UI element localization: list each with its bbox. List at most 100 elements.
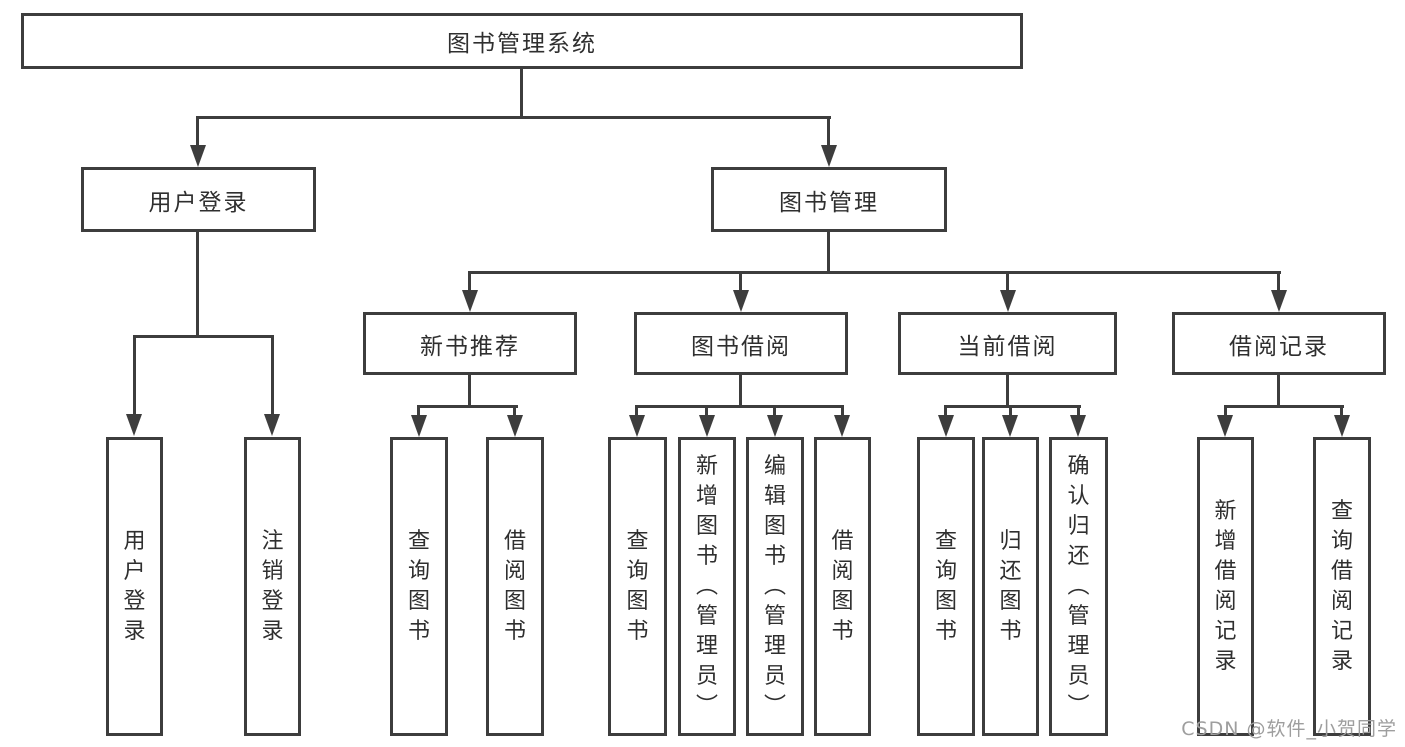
arrow-down-icon xyxy=(767,415,783,437)
leaf-query-books-borrowing: 查询图书 xyxy=(608,437,667,736)
vertical-char: 员 xyxy=(763,663,786,689)
arrow-down-icon xyxy=(938,415,954,437)
arrow-down-icon xyxy=(733,290,749,312)
connector-vline xyxy=(196,116,199,146)
vertical-char: 认 xyxy=(1067,483,1090,509)
vertical-char: 阅 xyxy=(1330,588,1353,614)
vertical-char: 员 xyxy=(695,663,718,689)
connector-hline xyxy=(635,405,844,408)
vertical-char: ︶ xyxy=(763,693,786,719)
arrow-down-icon xyxy=(1334,415,1350,437)
vertical-char: 书 xyxy=(763,543,786,569)
vertical-char: ︵ xyxy=(695,573,718,599)
vertical-char: 新 xyxy=(1214,498,1237,524)
csdn-watermark: CSDN @软件_小贺同学 xyxy=(1181,718,1397,740)
vertical-char: 阅 xyxy=(1214,588,1237,614)
connector-vline xyxy=(468,271,471,293)
connector-hline xyxy=(418,405,518,408)
arrow-down-icon xyxy=(1000,290,1016,312)
connector-vline xyxy=(513,405,516,418)
leaf-query-books-current: 查询图书 xyxy=(917,437,975,736)
leaf-edit-book-admin: 编辑图书︵管理员︶ xyxy=(746,437,804,736)
connector-vline xyxy=(1277,271,1280,293)
vertical-char: 用 xyxy=(123,528,146,554)
vertical-char: 录 xyxy=(1330,648,1353,674)
leaf-user-login: 用户登录 xyxy=(106,437,163,736)
vertical-char: 登 xyxy=(261,588,284,614)
vertical-char: 录 xyxy=(1214,648,1237,674)
vertical-char: 确 xyxy=(1067,453,1090,479)
vertical-char: 辑 xyxy=(763,483,786,509)
connector-vline xyxy=(196,232,199,338)
vertical-char: 借 xyxy=(1330,558,1353,584)
vertical-char: ︵ xyxy=(1067,573,1090,599)
node-current-borrowing: 当前借阅 xyxy=(898,312,1117,375)
vertical-char: 借 xyxy=(503,528,526,554)
vertical-char: 书 xyxy=(934,618,957,644)
arrow-down-icon xyxy=(821,145,837,167)
connector-vline xyxy=(1340,405,1343,418)
leaf-confirm-return-admin: 确认归还︵管理员︶ xyxy=(1049,437,1108,736)
connector-vline xyxy=(1006,375,1009,408)
connector-vline xyxy=(635,405,638,418)
arrow-down-icon xyxy=(834,415,850,437)
vertical-char: 管 xyxy=(695,603,718,629)
arrow-down-icon xyxy=(1271,290,1287,312)
connector-hline xyxy=(944,405,1081,408)
vertical-char: 查 xyxy=(626,528,649,554)
arrow-down-icon xyxy=(1217,415,1233,437)
connector-vline xyxy=(1006,271,1009,293)
vertical-char: 录 xyxy=(123,618,146,644)
vertical-char: 书 xyxy=(407,618,430,644)
leaf-borrow-books-recommend: 借阅图书 xyxy=(486,437,544,736)
node-borrowing-records: 借阅记录 xyxy=(1172,312,1386,375)
node-library-system: 图书管理系统 xyxy=(21,13,1023,69)
connector-hline xyxy=(133,335,274,338)
arrow-down-icon xyxy=(507,415,523,437)
arrow-down-icon xyxy=(1002,415,1018,437)
vertical-char: 归 xyxy=(999,528,1022,554)
vertical-char: 询 xyxy=(626,558,649,584)
vertical-char: 阅 xyxy=(503,558,526,584)
vertical-char: ︶ xyxy=(695,693,718,719)
leaf-add-book-admin: 新增图书︵管理员︶ xyxy=(678,437,736,736)
vertical-char: 记 xyxy=(1214,618,1237,644)
vertical-char: 借 xyxy=(831,528,854,554)
connector-hline xyxy=(196,116,831,119)
vertical-char: 还 xyxy=(999,558,1022,584)
leaf-query-books-recommend: 查询图书 xyxy=(390,437,448,736)
vertical-char: 图 xyxy=(407,588,430,614)
connector-vline xyxy=(827,232,830,274)
connector-vline xyxy=(739,271,742,293)
vertical-char: 书 xyxy=(503,618,526,644)
leaf-add-borrow-record: 新增借阅记录 xyxy=(1197,437,1254,736)
leaf-query-borrow-record: 查询借阅记录 xyxy=(1313,437,1371,736)
arrow-down-icon xyxy=(462,290,478,312)
vertical-char: 销 xyxy=(261,558,284,584)
vertical-char: 员 xyxy=(1067,663,1090,689)
vertical-char: 书 xyxy=(999,618,1022,644)
vertical-char: 户 xyxy=(123,558,146,584)
vertical-char: 查 xyxy=(1330,498,1353,524)
vertical-char: 图 xyxy=(763,513,786,539)
vertical-char: 注 xyxy=(261,528,284,554)
arrow-down-icon xyxy=(264,414,280,436)
vertical-char: 录 xyxy=(261,618,284,644)
vertical-char: 增 xyxy=(695,483,718,509)
connector-vline xyxy=(1224,405,1227,418)
vertical-char: 图 xyxy=(626,588,649,614)
leaf-return-books: 归还图书 xyxy=(982,437,1039,736)
connector-hline xyxy=(468,271,1281,274)
vertical-char: 还 xyxy=(1067,543,1090,569)
connector-hline xyxy=(1224,405,1344,408)
vertical-char: 书 xyxy=(626,618,649,644)
vertical-char: 理 xyxy=(763,633,786,659)
connector-vline xyxy=(1277,375,1280,408)
arrow-down-icon xyxy=(190,145,206,167)
arrow-down-icon xyxy=(629,415,645,437)
vertical-char: 询 xyxy=(934,558,957,584)
vertical-char: 理 xyxy=(1067,633,1090,659)
arrow-down-icon xyxy=(126,414,142,436)
vertical-char: 登 xyxy=(123,588,146,614)
